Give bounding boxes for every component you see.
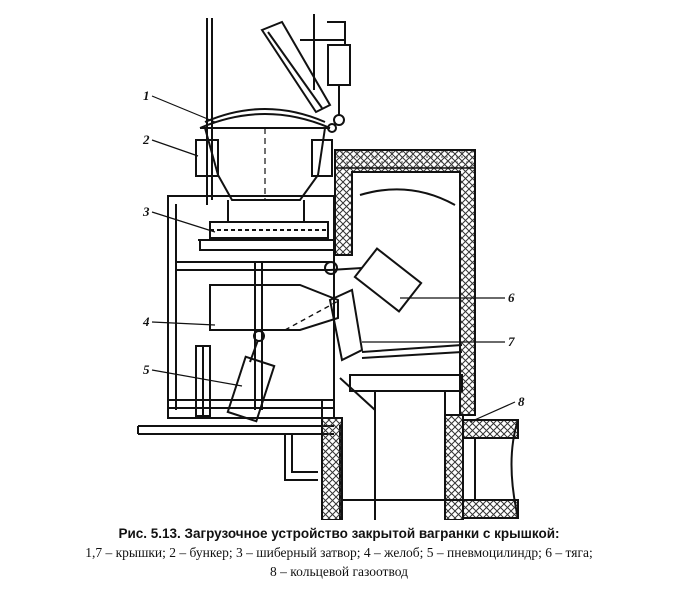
lid-arm — [260, 20, 351, 133]
caption-legend: 1,7 – крышки; 2 – бункер; 3 – шиберный з… — [0, 543, 678, 581]
part-number-1: 1 — [143, 88, 150, 103]
caption-legend-line-2: 8 – кольцевой газоотвод — [270, 564, 408, 579]
caption-title: Рис. 5.13. Загрузочное устройство закрыт… — [118, 526, 560, 541]
lower-shaft — [321, 374, 464, 520]
part-number-6: 6 — [508, 290, 515, 305]
ring-gas-offtake — [462, 419, 519, 519]
slide-gate — [198, 221, 335, 251]
lid-1 — [199, 108, 331, 129]
linkage-rod-6 — [324, 247, 423, 313]
part-number-4: 4 — [142, 314, 150, 329]
chute — [209, 284, 341, 331]
lid-7 — [328, 288, 463, 362]
base-platform — [137, 425, 334, 481]
figure-caption: Рис. 5.13. Загрузочное устройство закрыт… — [0, 524, 678, 581]
hopper — [195, 127, 333, 222]
pneumatic-cylinder — [195, 330, 276, 423]
part-number-2: 2 — [142, 132, 150, 147]
part-number-5: 5 — [143, 362, 150, 377]
part-number-3: 3 — [142, 204, 150, 219]
leader-lines — [151, 95, 516, 423]
charging-device-drawing: 1 2 3 4 5 6 7 8 — [137, 14, 525, 520]
part-number-7: 7 — [508, 334, 515, 349]
caption-legend-line-1: 1,7 – крышки; 2 – бункер; 3 – шиберный з… — [85, 545, 593, 560]
part-number-8: 8 — [518, 394, 525, 409]
